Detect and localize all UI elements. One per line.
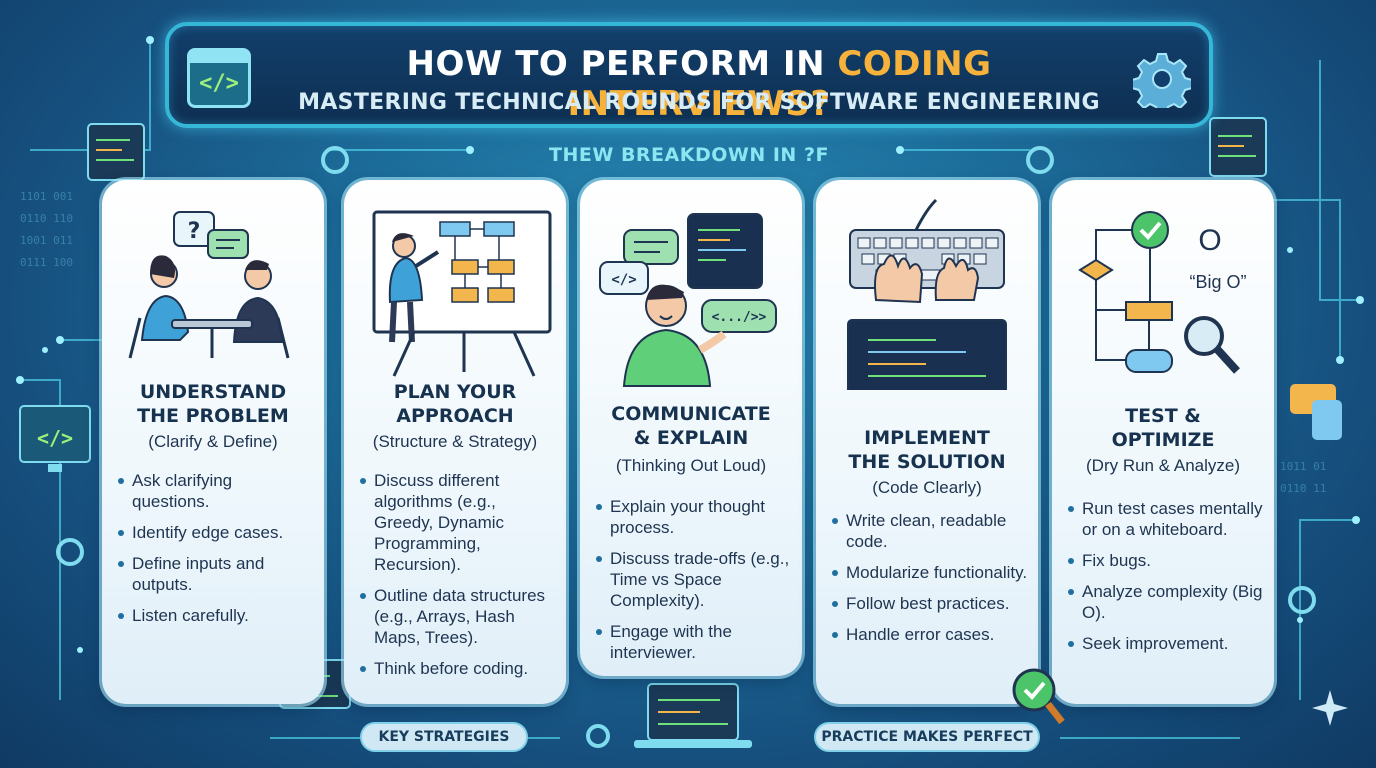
svg-text:?: ?: [188, 219, 201, 244]
card-communicate-explain: </> <.../>> COMMUNICATE& EXPLAIN (Thinki…: [580, 180, 802, 676]
bullet-list: Write clean, readable code. Modularize f…: [830, 510, 1028, 655]
list-item: Listen carefully.: [116, 605, 314, 626]
code-window-icon: </>: [187, 48, 251, 108]
list-item: Handle error cases.: [830, 624, 1028, 645]
list-item: Identify edge cases.: [116, 522, 314, 543]
bullet-list: Run test cases mentally or on a whiteboa…: [1066, 498, 1264, 664]
keyboard-typing-icon: [847, 198, 1007, 390]
list-item: Fix bugs.: [1066, 550, 1264, 571]
list-item: Modularize functionality.: [830, 562, 1028, 583]
svg-text:1001 011: 1001 011: [20, 234, 73, 247]
card-subtitle: (Dry Run & Analyze): [1086, 456, 1240, 475]
card-subtitle: (Code Clearly): [872, 478, 982, 497]
list-item: Define inputs and outputs.: [116, 553, 314, 595]
list-item: Outline data structures (e.g., Arrays, H…: [358, 585, 556, 648]
sparkle-icon: [1312, 690, 1348, 726]
check-magnifier-icon: [1012, 668, 1065, 725]
card-subtitle: (Thinking Out Loud): [615, 456, 767, 475]
list-item: Write clean, readable code.: [830, 510, 1028, 552]
card-title: COMMUNICATE& EXPLAIN: [611, 403, 771, 449]
bullet-list: Ask clarifying questions. Identify edge …: [116, 470, 314, 636]
svg-text:</>: </>: [37, 426, 73, 450]
list-item: Explain your thought process.: [594, 496, 792, 538]
title-highlight: CODING INTERVIEWS?: [567, 44, 992, 124]
list-item: Think before coding.: [358, 658, 556, 679]
list-item: Seek improvement.: [1066, 633, 1264, 654]
list-item: Follow best practices.: [830, 593, 1028, 614]
laptop-icon: [634, 683, 752, 748]
card-subtitle: (Structure & Strategy): [372, 432, 538, 451]
list-item: Analyze complexity (Big O).: [1066, 581, 1264, 623]
svg-text:0110 110: 0110 110: [20, 212, 73, 225]
svg-text:1011 01: 1011 01: [1280, 460, 1326, 473]
gear-icon: [56, 146, 1316, 748]
code-monitor-icon: [87, 123, 145, 181]
list-item: Discuss different algorithms (e.g., Gree…: [358, 470, 556, 575]
card-test-optimize: O “Big O” TEST &OPTIMIZE (Dry Run & Anal…: [1052, 180, 1274, 704]
flowchart-check-icon: O “Big O”: [1078, 211, 1247, 374]
key-strategies-label: KEY STRATEGIES: [360, 722, 528, 752]
list-item: Ask clarifying questions.: [116, 470, 314, 512]
gear-icon: [1133, 53, 1191, 108]
bullet-list: Discuss different algorithms (e.g., Gree…: [358, 470, 556, 689]
svg-text:0110 11: 0110 11: [1280, 482, 1326, 495]
speaking-developer-icon: </> <.../>>: [599, 213, 777, 387]
whiteboard-planning-icon: [372, 210, 552, 377]
list-item: Discuss trade-offs (e.g., Time vs Space …: [594, 548, 792, 611]
svg-text:1101 001: 1101 001: [20, 190, 73, 203]
big-o-label: “Big O”: [1189, 272, 1246, 292]
bullet-list: Explain your thought process. Discuss tr…: [594, 496, 792, 673]
svg-text:0111 100: 0111 100: [20, 256, 73, 269]
chat-bubbles-icon: [1290, 384, 1342, 440]
page-title: HOW TO PERFORM IN CODING INTERVIEWS?: [269, 44, 1129, 124]
list-item: Run test cases mentally or on a whiteboa…: [1066, 498, 1264, 540]
code-monitor-icon: [1209, 117, 1267, 177]
title-prefix: HOW TO PERFORM IN: [406, 44, 838, 84]
card-title: TEST &OPTIMIZE: [1111, 405, 1215, 451]
title-banner: </> HOW TO PERFORM IN CODING INTERVIEWS?…: [165, 22, 1213, 128]
card-subtitle: (Clarify & Define): [148, 432, 278, 451]
breakdown-label: THEW BREAKDOWN IN ?F: [549, 144, 829, 166]
code-monitor-icon: </>: [19, 405, 91, 472]
code-bubble-text: <.../>>: [712, 310, 767, 325]
page-subtitle: MASTERING TECHNICAL ROUNDS FOR SOFTWARE …: [298, 90, 1100, 115]
big-o-symbol: O: [1198, 224, 1221, 257]
practice-makes-perfect-label: PRACTICE MAKES PERFECT: [814, 722, 1040, 752]
list-item: Engage with the interviewer.: [594, 621, 792, 663]
interview-conversation-icon: ?: [128, 211, 290, 359]
code-bubble-text: </>: [611, 272, 636, 288]
